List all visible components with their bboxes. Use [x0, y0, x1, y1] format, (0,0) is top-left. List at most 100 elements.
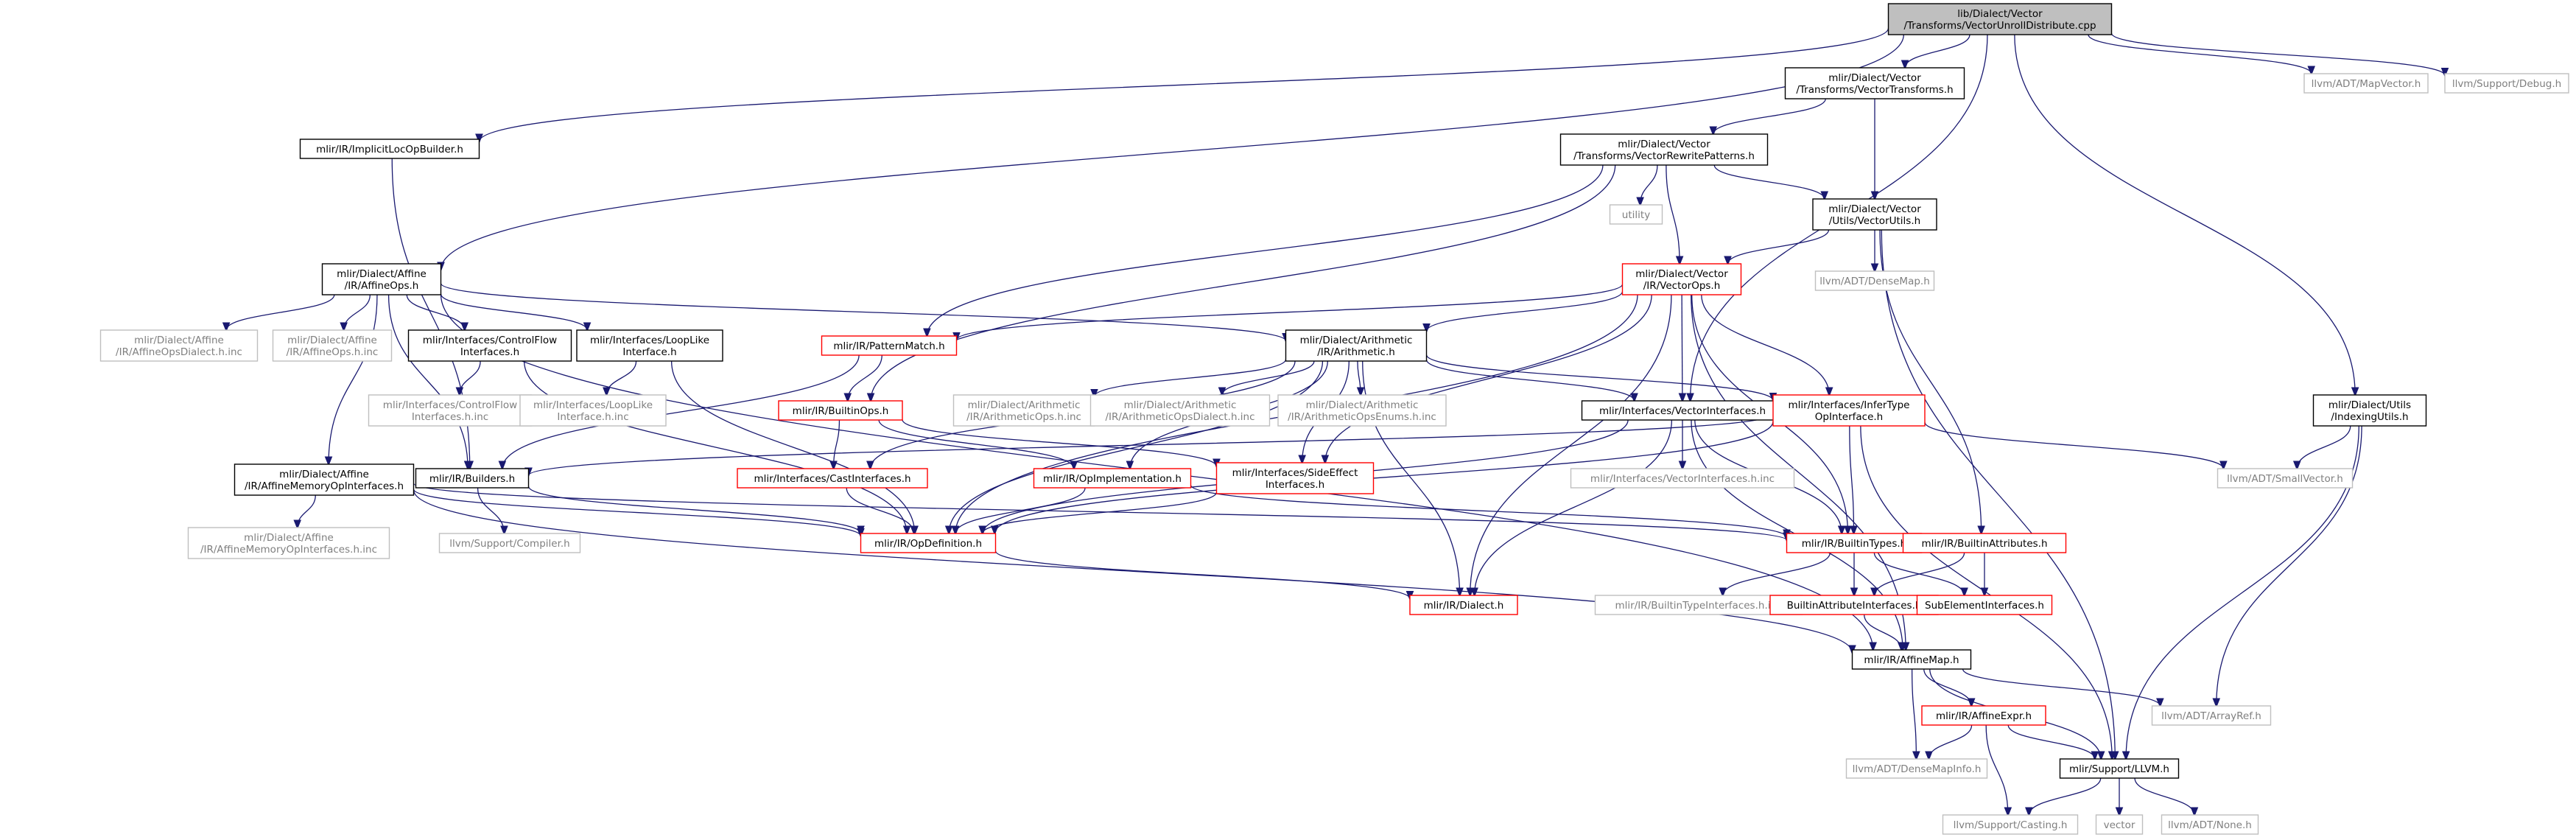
dependency-edge	[606, 360, 637, 395]
graph-node-controlflowinc: mlir/Interfaces/ControlFlowInterfaces.h.…	[368, 394, 533, 427]
node-box	[2303, 73, 2429, 94]
node-label: /IR/AffineMemoryOpInterfaces.h	[245, 480, 404, 492]
node-label: llvm/ADT/SmallVector.h	[2227, 473, 2343, 485]
dependency-edge	[994, 550, 1411, 599]
graph-node-vector: vector	[2095, 814, 2144, 835]
graph-node-builders[interactable]: mlir/IR/Builders.h	[415, 468, 530, 489]
dependency-edge	[983, 491, 1218, 533]
node-label: /IR/AffineMemoryOpInterfaces.h.inc	[200, 544, 377, 556]
dependency-edge	[846, 487, 914, 533]
dependency-edge	[1095, 359, 1287, 397]
dependency-edge	[460, 360, 481, 395]
dependency-edge	[2134, 777, 2194, 815]
graph-node-patternmatch[interactable]: mlir/IR/PatternMatch.h	[821, 335, 958, 356]
dependency-edge	[387, 294, 468, 469]
dependency-edge	[523, 360, 908, 533]
node-box	[1916, 595, 2053, 615]
graph-node-castinterfaces[interactable]: mlir/Interfaces/CastInterfaces.h	[737, 468, 928, 489]
node-box	[1215, 462, 1375, 494]
graph-node-opdefinition[interactable]: mlir/IR/OpDefinition.h	[860, 533, 997, 553]
dependency-edge	[1701, 294, 1829, 395]
graph-node-vectorinterfaces[interactable]: mlir/Interfaces/VectorInterfaces.h	[1581, 400, 1784, 421]
node-label: mlir/Interfaces/LoopLike	[533, 399, 653, 411]
graph-node-utility: utility	[1609, 204, 1663, 225]
node-label: /IR/VectorOps.h	[1643, 280, 1721, 292]
node-label: mlir/Dialect/Vector	[1635, 268, 1728, 280]
graph-node-vectortransforms[interactable]: mlir/Dialect/Vector/Transforms/VectorTra…	[1784, 67, 1965, 99]
graph-node-subelement[interactable]: SubElementInterfaces.h	[1916, 595, 2053, 615]
graph-node-opimplementation[interactable]: mlir/IR/OpImplementation.h	[1033, 468, 1192, 489]
graph-node-implicitloc[interactable]: mlir/IR/ImplicitLocOpBuilder.h	[299, 139, 480, 159]
node-label: mlir/Interfaces/ControlFlow	[423, 335, 557, 346]
graph-node-rewritepatterns[interactable]: mlir/Dialect/Vector/Transforms/VectorRew…	[1559, 133, 1769, 166]
node-label: mlir/Dialect/Arithmetic	[1300, 335, 1413, 346]
node-box	[272, 329, 393, 362]
graph-node-affineexpr[interactable]: mlir/IR/AffineExpr.h	[1921, 705, 2046, 726]
node-box	[2095, 814, 2144, 835]
node-box	[2444, 73, 2569, 94]
node-label: BuiltinAttributeInterfaces.h	[1787, 600, 1922, 612]
graph-node-llvm[interactable]: mlir/Support/LLVM.h	[2059, 758, 2180, 779]
dependency-edge	[480, 28, 1889, 141]
graph-node-builtinops[interactable]: mlir/IR/BuiltinOps.h	[778, 400, 903, 421]
dependency-edge	[878, 419, 1074, 469]
graph-node-arithopsinc: mlir/Dialect/Arithmetic/IR/ArithmeticOps…	[952, 394, 1095, 427]
dependency-edge	[2110, 32, 2446, 75]
node-box	[1277, 394, 1447, 427]
node-label: vector	[2104, 819, 2135, 831]
graph-node-root[interactable]: lib/Dialect/Vector/Transforms/VectorUnro…	[1887, 3, 2113, 35]
dependency-edge	[949, 360, 1324, 533]
dependency-edge	[529, 413, 1774, 475]
graph-node-dialect[interactable]: mlir/IR/Dialect.h	[1409, 595, 1518, 615]
graph-node-indexingutils[interactable]: mlir/Dialect/Utils/IndexingUtils.h	[2312, 394, 2427, 427]
dependency-edge	[413, 489, 861, 536]
node-label: llvm/Support/Debug.h	[2452, 78, 2561, 90]
dependency-edge	[1190, 484, 1787, 537]
dependency-edge	[1924, 421, 2223, 469]
graph-node-affinememoryinc: mlir/Dialect/Affine/IR/AffineMemoryOpInt…	[187, 527, 390, 559]
graph-node-affineops[interactable]: mlir/Dialect/Affine/IR/AffineOps.h	[321, 263, 442, 295]
graph-node-builtinattributes[interactable]: mlir/IR/BuiltinAttributes.h	[1902, 533, 2067, 553]
node-box	[368, 394, 533, 427]
node-label: /IR/ArithmeticOps.h.inc	[966, 411, 1081, 423]
node-box	[860, 533, 997, 553]
node-label: /IR/ArithmeticOpsDialect.h.inc	[1105, 411, 1254, 423]
dependency-edge	[1666, 164, 1680, 264]
graph-node-affinememory[interactable]: mlir/Dialect/Affine/IR/AffineMemoryOpInt…	[234, 463, 415, 496]
dependency-edge	[1425, 359, 1635, 401]
node-label: /IR/Arithmetic.h	[1317, 346, 1395, 358]
node-box	[1581, 400, 1784, 421]
dependency-edge	[1985, 724, 2008, 815]
dependency-edge	[2217, 425, 2362, 706]
dependency-edge	[1325, 294, 1652, 463]
node-label: llvm/ADT/DenseMapInfo.h	[1853, 763, 1982, 775]
dependency-edge	[440, 293, 588, 330]
graph-node-arithmetic[interactable]: mlir/Dialect/Arithmetic/IR/Arithmetic.h	[1285, 329, 1428, 362]
graph-node-affinemap[interactable]: mlir/IR/AffineMap.h	[1851, 649, 1972, 670]
graph-node-vectorops[interactable]: mlir/Dialect/Vector/IR/VectorOps.h	[1621, 263, 1742, 295]
node-box	[2151, 705, 2272, 726]
dependency-edge	[1962, 668, 2161, 706]
node-box	[99, 329, 259, 362]
graph-node-builtintypes[interactable]: mlir/IR/BuiltinTypes.h	[1786, 533, 1923, 553]
node-box	[2059, 758, 2180, 779]
graph-node-arithdialectinc: mlir/Dialect/Arithmetic/IR/ArithmeticOps…	[1089, 394, 1271, 427]
graph-node-densemap: llvm/ADT/DenseMap.h	[1814, 270, 1935, 291]
graph-node-builtintypeinterfacesinc: mlir/IR/BuiltinTypeInterfaces.h.inc	[1594, 595, 1803, 615]
node-label: lib/Dialect/Vector	[1957, 8, 2043, 20]
graph-node-builtinattrinterfaces[interactable]: BuiltinAttributeInterfaces.h	[1769, 595, 1939, 615]
node-box	[1609, 204, 1663, 225]
node-box	[1621, 263, 1742, 295]
dependency-edge	[226, 294, 335, 330]
graph-node-vectorinterfacesinc: mlir/Interfaces/VectorInterfaces.h.inc	[1570, 468, 1795, 489]
graph-node-smallvector: llvm/ADT/SmallVector.h	[2217, 468, 2354, 489]
dependency-edge	[1849, 425, 1854, 533]
node-layer: lib/Dialect/Vector/Transforms/VectorUnro…	[99, 3, 2569, 835]
node-label: llvm/ADT/DenseMap.h	[1819, 276, 1930, 287]
graph-node-vectorutils[interactable]: mlir/Dialect/Vector/Utils/VectorUtils.h	[1812, 198, 1937, 231]
node-label: Interface.h.inc	[557, 411, 628, 423]
